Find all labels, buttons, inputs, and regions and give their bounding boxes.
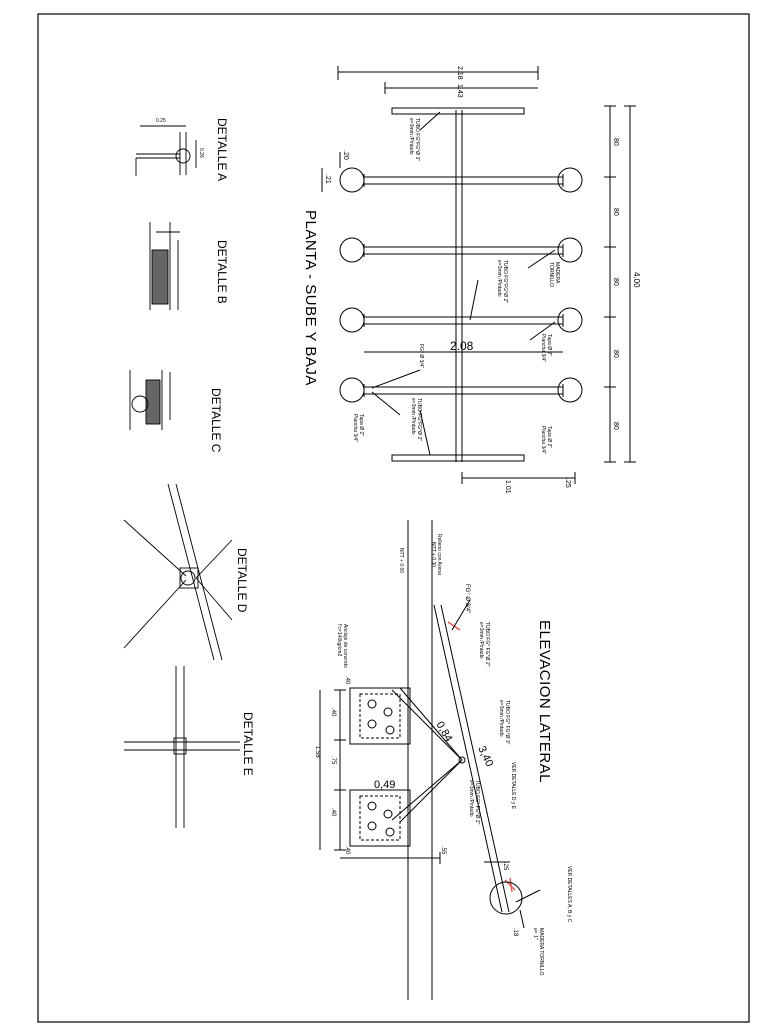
elevation-tubo-2-spec: e=3mm /Pintado [478,622,484,659]
plan-label-tapa: Tapa Ø 2" [546,334,552,356]
plan-dim-partial: 1.43 [456,84,463,98]
plan-label-tapa-left: Tapa Ø 2" [358,414,364,436]
plan-dim-total-length: 4.00 [632,272,641,288]
elevation-dim-55: .55 [440,846,446,855]
elevation-npt-1: NTT + 0.00 [398,548,404,573]
elevation-ver-detalle: VER DETALLE D y E [510,762,516,810]
elevation-relleno: Relleno con Arena [436,534,442,575]
plan-dim-end-b: .21 [324,174,331,184]
elevation-dim-75: .75 [330,756,336,765]
foundation-2 [349,789,411,847]
plan-view [321,66,636,484]
plan-seat-row-4 [339,377,583,403]
sheet-border [37,13,750,1023]
detail-a [135,125,197,176]
elevation-dim-40b: .40 [330,708,336,717]
elevation-dim-40d: .40 [344,846,350,855]
elevation-dim-40a: .40 [344,676,350,685]
plan-dim-span-4: 80 [612,350,619,358]
plan-label-tubo-2b-spec: e=3mm /Pintado [410,398,416,435]
detail-b-title: DETALLE B [215,240,229,304]
elevation-dim-40c: .40 [330,808,336,817]
plan-dim-right-end: .25 [564,478,571,488]
elevation-dim-18: .18 [512,928,518,937]
plan-label-tubo-2: TUBO FG°FG°Ø 2" [502,260,508,303]
elevation-npt-2: NTT + 0.30 [430,542,436,567]
plan-title: PLANTA - SUBE Y BAJA [302,210,319,386]
plan-label-tubo-2-spec: e=3mm /Pintado [496,260,502,297]
plan-label-tornillo: TORNILLO [548,262,554,287]
elevation-tubo-2b-spec: e=3mm /Pintado [468,780,474,817]
plan-dim-right-width: 1.01 [504,480,511,494]
plan-label-plancha-right: Plancha 3/4" [540,426,546,454]
elevation-anclaje: Anclaje de concreto [342,624,348,668]
detail-a-dim-025: 0.25 [156,118,166,124]
detail-a-title: DETALLE A [215,118,229,181]
detail-d-title: DETALLE D [235,548,249,613]
elevation-text: ELEVACION LATERAL NTT + 0.00 Relleno con… [314,534,572,975]
plan-seat-row-3 [339,307,583,333]
elevation-view [319,520,541,1000]
plan-label-tubo-3-spec: e=3mm /Pintado [408,118,414,155]
elevation-anclaje-spec: f'c=140kg/cm2 [336,624,342,656]
elevation-tubo-3: TUBO FG° FG°Ø 3" [504,700,510,745]
detail-b [149,222,180,310]
plan-dim-total: 2.18 [456,66,463,80]
plan-label-plancha-left: Plancha 3/4" [352,414,358,442]
plan-seat-row-2 [339,237,583,263]
plan-dim-inner: 2.08 [450,339,474,353]
plan-label-fg: FG° Ø 3/4" [418,344,424,369]
plan-label-tubo-3: TUBO FG°FG°Ø 3" [414,118,420,161]
detail-c [129,370,171,430]
plan-label-plancha: Plancha 3/4" [540,334,546,362]
elevation-dim-25: .25 [502,862,508,871]
elevation-fg: FG° Ø 3/4" [464,584,470,613]
plan-label-tapa-right: Tapa Ø 2" [546,426,552,448]
elevation-ver-detalles-abc: VER DETALLES A, B y C [566,866,572,923]
elevation-dim-049: 0,49 [374,779,395,791]
elevation-dim-340: 3,40 [475,744,495,768]
plan-dim-span-3: 80 [612,278,619,286]
plan-dim-span-1: 80 [612,138,619,146]
elevation-tubo-2: TUBO FG° FG°Ø 2" [484,622,490,667]
plan-label-madera: MADERA [554,262,560,284]
plan-seat-row-1 [339,167,583,193]
elevation-dim-084: 0,84 [433,720,454,745]
elevation-madera: MADERA TORNILLO [538,928,544,975]
plan-dim-end-a: .20 [342,150,349,160]
foundation-1 [349,687,411,745]
detail-a-dim-026: 0.26 [198,148,204,158]
plan-text: PLANTA - SUBE Y BAJA 2.18 1.43 2.08 4.00… [302,66,641,494]
detail-e-title: DETALLE E [241,712,255,776]
elevation-dim-158: 1.58 [314,746,320,758]
elevation-tubo-3-spec: e=3mm /Pintado [498,700,504,737]
detail-c-title: DETALLE C [209,388,223,453]
plan-dim-span-5: 80 [612,422,619,430]
detail-d [123,483,233,661]
elevation-title: ELEVACION LATERAL [536,620,553,783]
plan-label-tubo-2b: TUBO FG°FG°Ø 2" [416,398,422,441]
detail-e [124,666,240,828]
elevation-madera-spec: e= 1" [532,928,538,940]
elevation-tubo-2b: TUBO FG° FG°Ø 2" [474,780,480,825]
plan-dim-span-2: 80 [612,208,619,216]
